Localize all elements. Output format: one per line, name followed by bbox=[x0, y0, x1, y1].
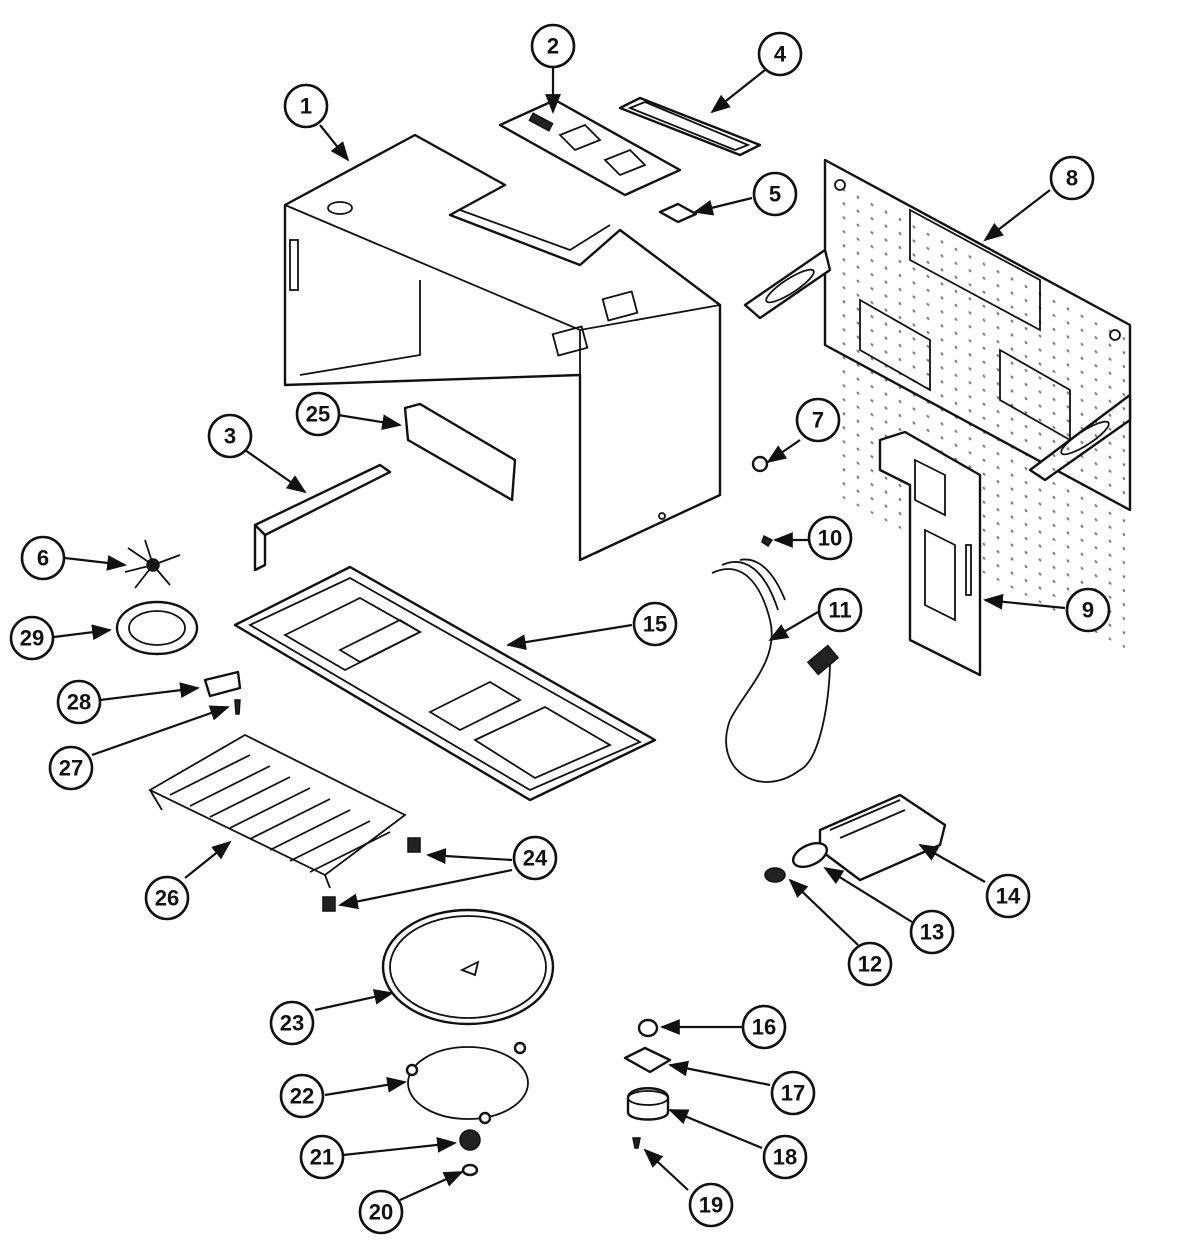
callout-9: 9 bbox=[1065, 587, 1111, 633]
svg-text:6: 6 bbox=[37, 546, 49, 571]
callout-20: 20 bbox=[358, 1189, 404, 1235]
callout-22: 22 bbox=[279, 1073, 325, 1119]
svg-text:8: 8 bbox=[1066, 166, 1078, 191]
part-25-small-panel bbox=[403, 402, 517, 502]
part-16-bushing bbox=[637, 1018, 659, 1038]
callout-24: 24 bbox=[512, 835, 558, 881]
svg-text:3: 3 bbox=[224, 424, 236, 449]
callout-11: 11 bbox=[817, 587, 863, 633]
svg-text:14: 14 bbox=[996, 884, 1021, 909]
part-14-lamp-housing bbox=[818, 793, 947, 882]
svg-text:13: 13 bbox=[920, 920, 944, 945]
callout-2: 2 bbox=[530, 23, 576, 69]
part-11-power-cord bbox=[711, 558, 840, 783]
part-29-ring bbox=[115, 600, 199, 656]
callout-21: 21 bbox=[299, 1134, 345, 1180]
callout-13: 13 bbox=[909, 909, 955, 955]
callout-10: 10 bbox=[807, 515, 853, 561]
part-18-motor bbox=[626, 1087, 670, 1121]
svg-text:22: 22 bbox=[290, 1084, 314, 1109]
part-7-nut bbox=[751, 455, 769, 473]
part-4-vent-grille bbox=[618, 96, 762, 157]
part-15-bottom-plate bbox=[233, 565, 657, 802]
svg-text:11: 11 bbox=[828, 598, 851, 623]
callout-17: 17 bbox=[770, 1070, 816, 1116]
svg-text:5: 5 bbox=[769, 182, 781, 207]
svg-text:4: 4 bbox=[774, 42, 787, 67]
part-6-fan-blade bbox=[124, 539, 181, 589]
svg-text:15: 15 bbox=[643, 612, 667, 637]
svg-text:19: 19 bbox=[699, 1193, 723, 1218]
callout-18: 18 bbox=[762, 1134, 808, 1180]
callout-5: 5 bbox=[752, 171, 798, 217]
callouts: 1 2 3 4 5 6 7 8 9 10 11 12 13 14 15 16 1… bbox=[9, 23, 1111, 1235]
callout-25: 25 bbox=[295, 391, 341, 437]
callout-28: 28 bbox=[56, 679, 102, 725]
callout-23: 23 bbox=[269, 1000, 315, 1046]
callout-12: 12 bbox=[847, 941, 893, 987]
part-17-motor-plate bbox=[623, 1046, 672, 1074]
callout-6: 6 bbox=[20, 535, 66, 581]
svg-text:1: 1 bbox=[300, 94, 312, 119]
svg-text:27: 27 bbox=[59, 756, 83, 781]
svg-text:18: 18 bbox=[773, 1145, 797, 1170]
part-26-wire-rack bbox=[148, 733, 407, 889]
part-21-coupler bbox=[459, 1129, 481, 1151]
svg-text:2: 2 bbox=[547, 34, 559, 59]
part-1-outer-cabinet bbox=[283, 133, 722, 562]
svg-text:21: 21 bbox=[310, 1145, 334, 1170]
part-3-bracket-strip bbox=[253, 463, 392, 572]
part-10-screw bbox=[761, 534, 774, 548]
callout-27: 27 bbox=[48, 745, 94, 791]
callout-15: 15 bbox=[632, 601, 678, 647]
part-2-top-vent-plate bbox=[498, 98, 682, 197]
svg-text:12: 12 bbox=[858, 952, 882, 977]
callout-16: 16 bbox=[741, 1004, 787, 1050]
svg-text:9: 9 bbox=[1082, 598, 1094, 623]
part-20-washer bbox=[461, 1163, 479, 1177]
leader-lines bbox=[53, 68, 1066, 1202]
svg-text:26: 26 bbox=[155, 886, 179, 911]
svg-text:24: 24 bbox=[523, 846, 548, 871]
part-19-screw bbox=[632, 1137, 641, 1149]
svg-text:7: 7 bbox=[812, 408, 824, 433]
svg-text:28: 28 bbox=[67, 690, 91, 715]
part-5-small-plate bbox=[658, 202, 698, 224]
part-24-clips bbox=[322, 837, 421, 912]
svg-text:25: 25 bbox=[306, 402, 330, 427]
part-23-turntable bbox=[381, 908, 555, 1026]
svg-text:10: 10 bbox=[818, 526, 842, 551]
svg-text:23: 23 bbox=[280, 1011, 304, 1036]
part-28-clip bbox=[203, 670, 242, 698]
part-27-screw bbox=[234, 699, 241, 715]
part-9-side-bracket bbox=[878, 430, 982, 677]
callout-1: 1 bbox=[283, 83, 329, 129]
svg-text:16: 16 bbox=[752, 1015, 776, 1040]
svg-text:29: 29 bbox=[20, 626, 44, 651]
svg-text:20: 20 bbox=[369, 1200, 393, 1225]
callout-19: 19 bbox=[688, 1182, 734, 1228]
callout-4: 4 bbox=[757, 31, 803, 77]
part-22-roller-ring bbox=[405, 1041, 529, 1125]
callout-8: 8 bbox=[1049, 155, 1095, 201]
callout-14: 14 bbox=[985, 873, 1031, 919]
callout-26: 26 bbox=[144, 875, 190, 921]
part-8-mounting-plate bbox=[743, 158, 1132, 649]
callout-7: 7 bbox=[795, 397, 841, 443]
svg-text:17: 17 bbox=[781, 1081, 805, 1106]
part-12-socket bbox=[764, 867, 786, 883]
part-13-bulb bbox=[791, 841, 829, 869]
callout-29: 29 bbox=[9, 615, 55, 661]
callout-3: 3 bbox=[207, 413, 253, 459]
